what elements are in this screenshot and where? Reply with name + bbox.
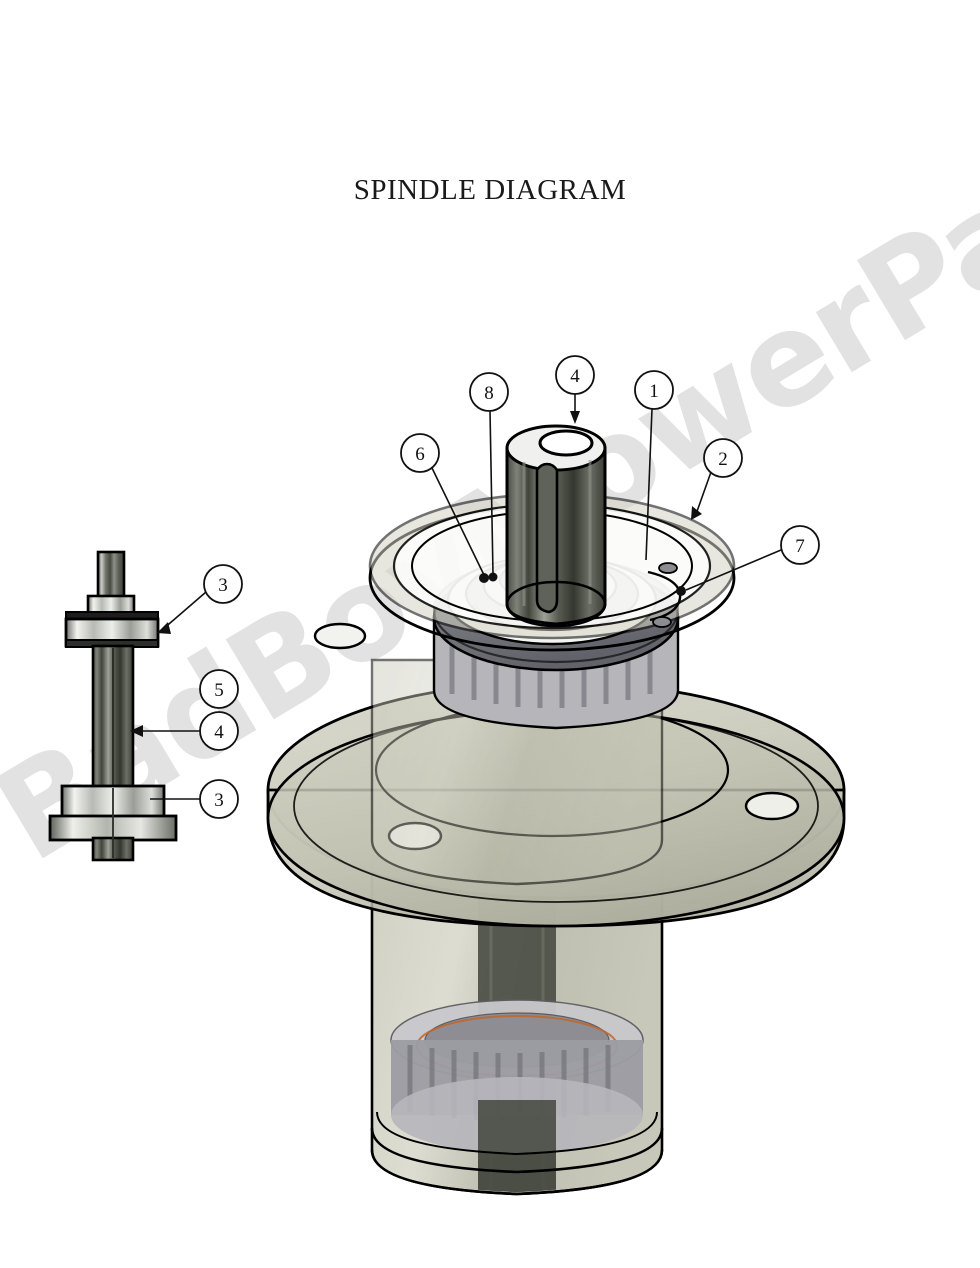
- callout-4-top-label: 4: [570, 366, 580, 387]
- callout-6-label: 6: [415, 444, 425, 465]
- callout-1[interactable]: 1: [634, 370, 674, 410]
- callout-2-label: 2: [718, 449, 728, 470]
- leader-lines: [134, 394, 782, 800]
- callout-8-label: 8: [484, 383, 494, 404]
- callout-4-left-label: 4: [214, 722, 224, 743]
- anchor-dot-part8: [488, 572, 498, 582]
- callout-layer: 6 8 4 1 2: [130, 355, 820, 819]
- page-title: SPINDLE DIAGRAM: [353, 174, 627, 206]
- leader-7: [685, 549, 782, 591]
- upper-bearing-part3: [64, 611, 160, 648]
- leader-2: [694, 471, 712, 518]
- main-spindle-assembly: [266, 424, 846, 1196]
- callout-8[interactable]: 8: [469, 372, 509, 412]
- leader-6: [431, 467, 485, 576]
- leader-1: [645, 408, 653, 561]
- anchor-dot-part7: [676, 586, 686, 596]
- callout-7-label: 7: [795, 536, 805, 557]
- arrow-2: [691, 506, 702, 520]
- callout-5[interactable]: 5: [199, 669, 239, 709]
- callout-4-left[interactable]: 4: [199, 711, 239, 751]
- retaining-ring-part7: [647, 562, 686, 628]
- callout-2[interactable]: 2: [703, 438, 743, 478]
- callout-3-bottom-label: 3: [214, 790, 224, 811]
- callout-5-label: 5: [214, 680, 224, 701]
- shaft-bore: [538, 429, 594, 457]
- callout-6[interactable]: 6: [400, 433, 440, 473]
- leader-3-top: [161, 591, 207, 631]
- shaft-stub-part4: [505, 424, 607, 628]
- callout-3-top-label: 3: [218, 575, 228, 596]
- callout-4-top[interactable]: 4: [555, 355, 595, 395]
- callout-3-top[interactable]: 3: [203, 564, 243, 604]
- shaft-part4: [91, 644, 135, 790]
- anchor-dot-part6: [479, 573, 489, 583]
- callout-3-bottom[interactable]: 3: [199, 779, 239, 819]
- left-bolt-assembly: [48, 550, 178, 862]
- callout-1-label: 1: [649, 381, 659, 402]
- arrow-4-top: [570, 411, 580, 424]
- callout-balloons: 6 8 4 1 2: [199, 355, 820, 819]
- mounting-hole: [313, 622, 367, 650]
- lower-bearing-part3: [48, 784, 178, 862]
- leader-8: [489, 410, 494, 575]
- callout-7[interactable]: 7: [780, 525, 820, 565]
- shaft-keyway: [535, 462, 559, 614]
- arrow-4-left: [130, 725, 143, 737]
- leader-arrowheads: [130, 411, 702, 737]
- mounting-hole: [744, 791, 800, 821]
- arrow-3-top: [157, 622, 171, 634]
